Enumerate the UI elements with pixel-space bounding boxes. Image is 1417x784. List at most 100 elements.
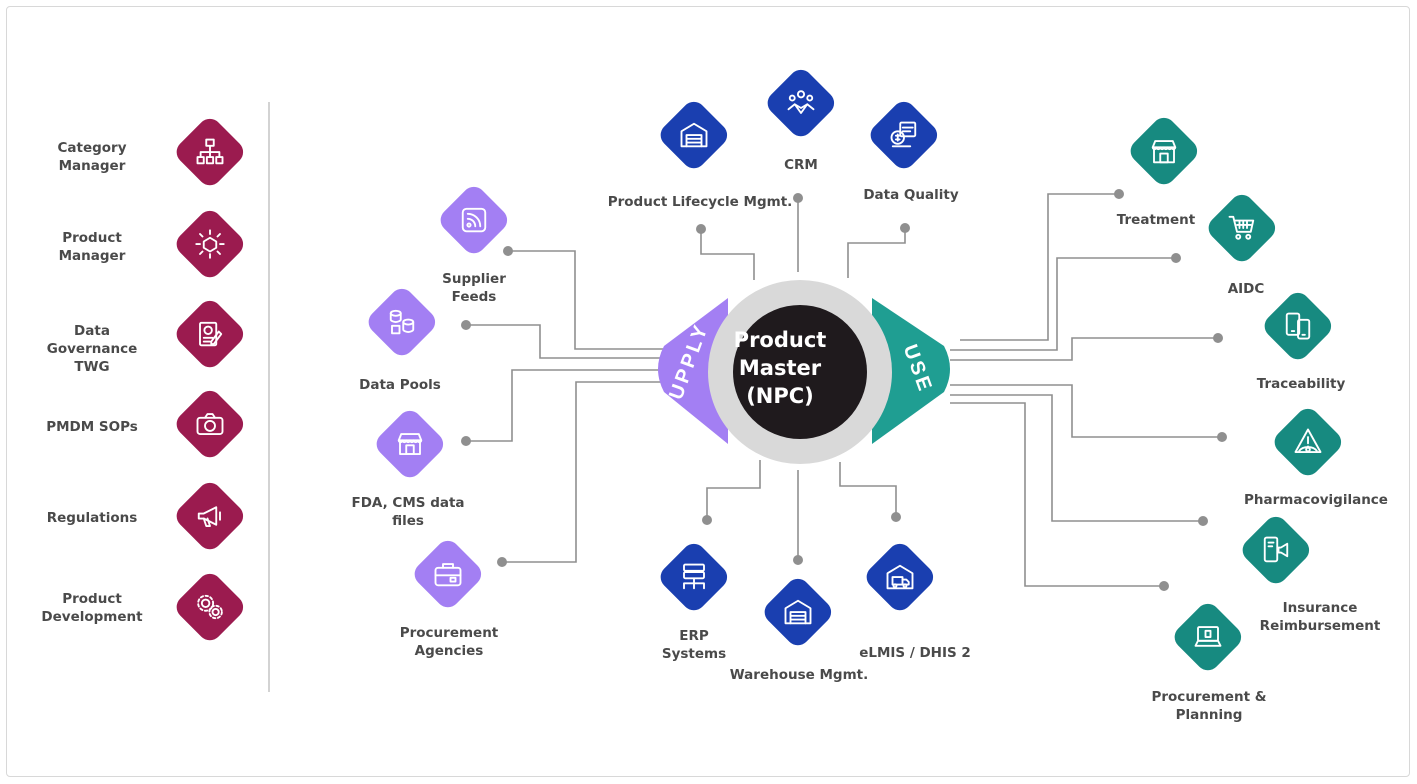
top-systems-connector-dot-1 bbox=[696, 224, 706, 234]
roles-label-4: PMDM SOPs bbox=[46, 419, 138, 435]
roles-label-1: Category Manager bbox=[57, 140, 127, 174]
uses-node-1 bbox=[1125, 112, 1202, 189]
uses-connector-1 bbox=[960, 193, 1119, 341]
megaphone-icon bbox=[197, 506, 221, 527]
supply-sources-node-2 bbox=[363, 283, 440, 360]
uses-connector-5 bbox=[950, 394, 1203, 522]
supply_sources-connector-4 bbox=[502, 381, 700, 563]
storefront-icon bbox=[397, 433, 423, 455]
use-tab bbox=[872, 298, 950, 444]
uses-connector-dot-6 bbox=[1159, 581, 1169, 591]
mobile-megaphone-icon bbox=[1263, 536, 1289, 563]
supply-sources-label-2: Data Pools bbox=[359, 377, 441, 393]
top_systems-connector-1 bbox=[700, 229, 755, 280]
bottom-systems-connector-dot-1 bbox=[702, 515, 712, 525]
server-network-icon bbox=[683, 563, 705, 590]
supply-sources-connector-dot-3 bbox=[461, 436, 471, 446]
bottom-systems-connector-dot-3 bbox=[891, 512, 901, 522]
uses-node-4 bbox=[1269, 403, 1346, 480]
uses-connector-4 bbox=[950, 384, 1222, 438]
briefcase-icon bbox=[434, 563, 462, 587]
supply_sources-connector-1 bbox=[508, 250, 740, 350]
supply_sources-connector-2 bbox=[466, 324, 700, 359]
supply-sources-label-1: Supplier Feeds bbox=[442, 271, 506, 305]
uses-label-5: Insurance Reimbursement bbox=[1259, 600, 1381, 634]
rss-feed-icon bbox=[461, 207, 487, 233]
supply-tab bbox=[658, 298, 728, 444]
vertical-divider bbox=[268, 102, 270, 692]
uses-connector-dot-4 bbox=[1217, 432, 1227, 442]
top-systems-node-2 bbox=[762, 64, 839, 141]
org-chart-icon bbox=[196, 138, 224, 165]
delivery-truck-icon bbox=[886, 564, 914, 590]
mobile-devices-icon bbox=[1285, 312, 1311, 340]
roles-node-5 bbox=[171, 477, 248, 554]
uses-label-4: Pharmacovigilance bbox=[1244, 492, 1388, 508]
uses-node-3 bbox=[1259, 287, 1336, 364]
top_systems-connector-3 bbox=[847, 228, 906, 278]
uses-node-2 bbox=[1203, 189, 1280, 266]
supply-sources-connector-dot-2 bbox=[461, 320, 471, 330]
uses-connector-dot-1 bbox=[1114, 189, 1124, 199]
roles-node-3 bbox=[171, 295, 248, 372]
pharmacy-store-icon bbox=[1151, 140, 1177, 164]
top-systems-node-3 bbox=[865, 96, 942, 173]
supply-sources-node-1 bbox=[435, 181, 512, 258]
quality-icon bbox=[890, 121, 917, 148]
uses-connector-3 bbox=[950, 337, 1218, 361]
top-systems-connector-dot-2 bbox=[793, 193, 803, 203]
supply-sources-connector-dot-1 bbox=[503, 246, 513, 256]
document-seal-icon bbox=[199, 321, 223, 347]
supply-sources-label-4: Procurement Agencies bbox=[399, 625, 499, 659]
bottom_systems-connector-1 bbox=[706, 460, 761, 520]
bottom-systems-connector-dot-2 bbox=[793, 555, 803, 565]
supply-sources-label-3: FDA, CMS data files bbox=[351, 495, 465, 529]
uses-connector-2 bbox=[950, 257, 1176, 351]
supply-sources-node-4 bbox=[409, 535, 486, 612]
top-systems-label-2: CRM bbox=[784, 157, 818, 173]
uses-node-6 bbox=[1169, 598, 1246, 675]
diagram-frame bbox=[6, 6, 1410, 777]
uses-node-5 bbox=[1237, 511, 1314, 588]
bottom-systems-node-2 bbox=[759, 573, 836, 650]
gears-icon bbox=[197, 594, 223, 620]
uses-connector-dot-2 bbox=[1171, 253, 1181, 263]
hub-core bbox=[733, 305, 867, 439]
roles-label-5: Regulations bbox=[46, 510, 138, 526]
uses-label-2: AIDC bbox=[1227, 281, 1265, 297]
supply-sources-node-3 bbox=[371, 405, 448, 482]
top-systems-node-1 bbox=[655, 96, 732, 173]
bottom-systems-label-3: eLMIS / DHIS 2 bbox=[859, 645, 971, 661]
top-systems-connector-dot-3 bbox=[900, 223, 910, 233]
bottom-systems-node-1 bbox=[655, 538, 732, 615]
roles-label-2: Product Manager bbox=[58, 230, 126, 264]
warehouse-icon bbox=[680, 122, 708, 148]
uses-connector-dot-3 bbox=[1213, 333, 1223, 343]
uses-label-1: Treatment bbox=[1116, 212, 1196, 228]
uses-label-3: Traceability bbox=[1256, 376, 1346, 392]
roles-label-3: Data Governance TWG bbox=[46, 323, 138, 375]
data-pool-icon bbox=[389, 309, 415, 335]
roles-node-1 bbox=[171, 113, 248, 190]
roles-label-6: Product Development bbox=[41, 591, 143, 625]
camera-icon bbox=[196, 413, 224, 435]
top-systems-label-3: Data Quality bbox=[863, 187, 959, 203]
bottom-systems-node-3 bbox=[861, 538, 938, 615]
uses-connector-6 bbox=[950, 402, 1164, 587]
uses-label-6: Procurement & Planning bbox=[1151, 689, 1267, 723]
warehouse-icon bbox=[784, 599, 812, 625]
laptop-icon bbox=[1194, 626, 1222, 647]
supply-sources-connector-dot-4 bbox=[497, 557, 507, 567]
handshake-icon bbox=[787, 90, 815, 114]
uses-connector-dot-5 bbox=[1198, 516, 1208, 526]
roles-node-2 bbox=[171, 205, 248, 282]
bottom-systems-label-1: ERP Systems bbox=[661, 628, 727, 662]
roles-node-6 bbox=[171, 568, 248, 645]
shopping-cart-icon bbox=[1228, 215, 1255, 240]
product-cube-icon bbox=[195, 229, 225, 259]
roles-node-4 bbox=[171, 385, 248, 462]
bottom-systems-label-2: Warehouse Mgmt. bbox=[729, 667, 869, 683]
